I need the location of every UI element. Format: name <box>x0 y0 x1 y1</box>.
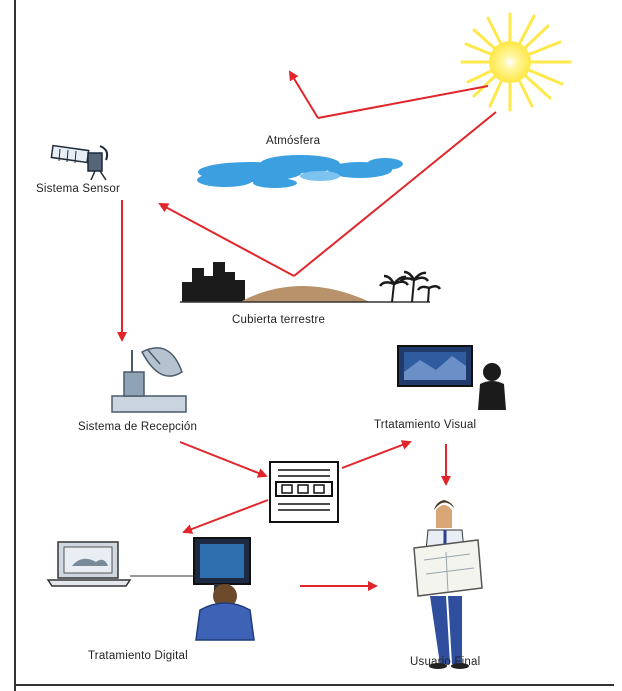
frame-left-border <box>14 0 16 691</box>
arrow-processing-to-digital <box>182 499 269 534</box>
label-end-user: Usuario Final <box>410 656 481 668</box>
terrain-hill <box>240 286 370 302</box>
satellite-dish-icon <box>111 347 187 413</box>
arrow-land-to-sensor <box>158 203 295 277</box>
label-atmosphere: Atmósfera <box>266 135 321 147</box>
arrow-to-atmosphere <box>288 70 319 119</box>
label-digital-treatment: Tratamiento Digital <box>88 650 188 662</box>
arrow-sun-to-atmosphere-corner <box>317 85 489 119</box>
frame-bottom-border <box>14 684 614 686</box>
label-reception-system: Sistema de Recepción <box>78 421 198 433</box>
end-user-icon <box>413 500 483 669</box>
satellite-icon <box>50 144 109 181</box>
palm-trees-icon <box>378 270 442 303</box>
arrow-processing-to-visual <box>341 440 412 469</box>
city-icon <box>182 262 245 302</box>
flow-arrows <box>117 70 497 591</box>
sun-icon <box>460 12 572 112</box>
label-visual-treatment: Trtatamiento Visual <box>374 419 477 431</box>
processing-unit-icon <box>269 461 339 523</box>
label-sensor-system: Sistema Sensor <box>36 183 120 195</box>
label-land-cover: Cubierta terrestre <box>232 314 326 326</box>
arrow-sun-to-land <box>293 111 497 277</box>
digital-treatment-icon <box>193 537 255 641</box>
arrow-reception-to-processing <box>179 441 268 478</box>
visual-treatment-icon <box>397 345 506 410</box>
laptop-icon <box>46 541 196 587</box>
cloud-icon <box>197 155 403 188</box>
